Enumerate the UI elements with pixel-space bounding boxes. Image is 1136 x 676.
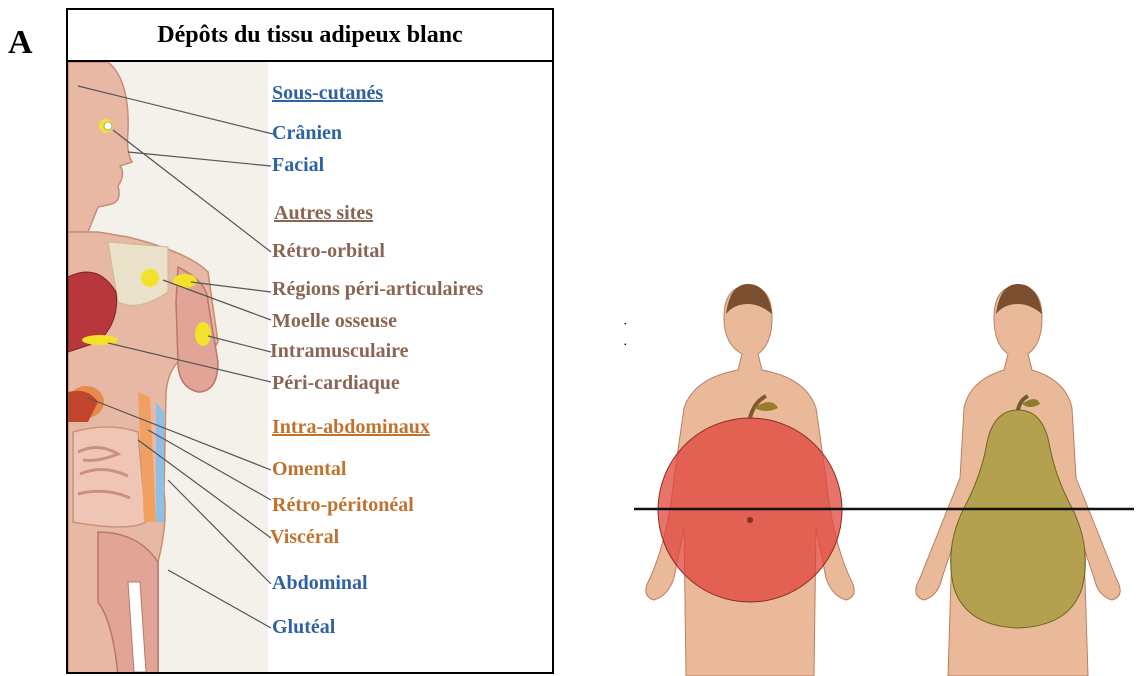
label-moelle-osseuse: Moelle osseuse bbox=[272, 310, 397, 333]
label-cranien: Crânien bbox=[272, 122, 342, 145]
label-retro-peritoneal: Rétro-péritonéal bbox=[272, 494, 414, 517]
label-retro-orbital: Rétro-orbital bbox=[272, 240, 385, 263]
anatomy-illustration bbox=[68, 62, 268, 674]
label-gluteal: Glutéal bbox=[272, 616, 335, 639]
label-facial: Facial bbox=[272, 154, 324, 177]
panel-a-adipose-depots: Dépôts du tissu adipeux blanc bbox=[66, 8, 554, 674]
body-shape-illustration bbox=[626, 278, 1136, 676]
label-visceral: Viscéral bbox=[270, 526, 339, 549]
label-peri-articulaires: Régions péri-articulaires bbox=[272, 278, 483, 301]
panel-b-body-shapes bbox=[626, 278, 1136, 676]
panel-a-letter: A bbox=[8, 24, 33, 62]
label-peri-cardiaque: Péri-cardiaque bbox=[272, 372, 400, 395]
label-abdominal: Abdominal bbox=[272, 572, 368, 595]
label-intramusculaire: Intramusculaire bbox=[270, 340, 409, 363]
apple-shaped-figure bbox=[646, 284, 854, 676]
group-heading-autres-sites: Autres sites bbox=[274, 202, 373, 225]
group-heading-sous-cutanes: Sous-cutanés bbox=[272, 82, 383, 105]
panel-a-title: Dépôts du tissu adipeux blanc bbox=[68, 10, 552, 62]
pear-shaped-figure bbox=[916, 284, 1120, 676]
label-omental: Omental bbox=[272, 458, 346, 481]
group-heading-intra-abdominaux: Intra-abdominaux bbox=[272, 416, 430, 439]
